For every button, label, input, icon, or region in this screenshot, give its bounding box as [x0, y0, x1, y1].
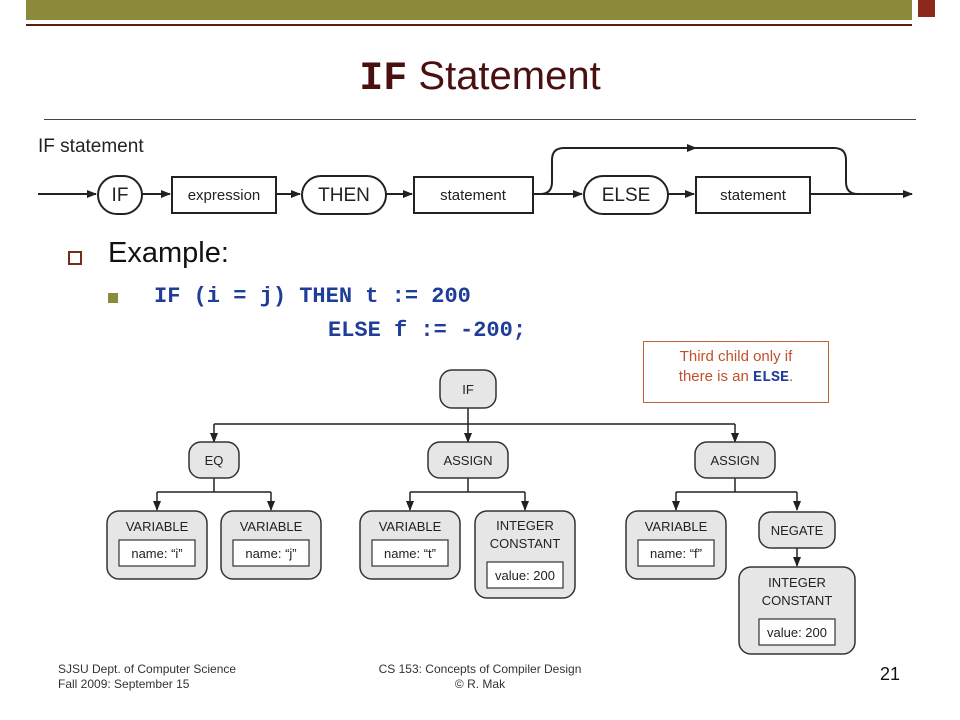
field-box-value-1 [486, 561, 564, 589]
callout-line-1: Third child only if [679, 348, 793, 365]
tree-assign-2-text: ASSIGN [710, 453, 759, 468]
tree-variable-t-field: name: “t” [384, 546, 436, 561]
tree-variable-i-title: VARIABLE [126, 519, 189, 534]
syntax-lines [38, 144, 913, 198]
tree-eq-text: EQ [205, 453, 224, 468]
tree-negate-text: NEGATE [771, 523, 824, 538]
slide-title: IF Statement [0, 54, 960, 102]
syntax-diagram-label: IF statement [38, 136, 144, 157]
header-square [918, 0, 935, 17]
code-line-1: IF (i = j) THEN t := 200 [154, 284, 471, 309]
tree-integer-1-title-1: INTEGER [496, 518, 554, 533]
field-box-t [371, 539, 449, 567]
tree-node-assign-2 [694, 441, 776, 479]
syntax-node-statement-1 [413, 176, 534, 214]
header-rule [26, 24, 912, 26]
field-box-value-2 [758, 618, 836, 646]
example-label: Example: [108, 237, 229, 269]
callout-line-2: there is an ELSE. [644, 367, 828, 388]
syntax-bypass-path [539, 144, 697, 195]
footer-author: © R. Mak [454, 677, 506, 691]
syntax-node-expression [171, 176, 277, 214]
syntax-statement-1-text: statement [440, 187, 507, 204]
footer-center: CS 153: Concepts of Compiler Design © R.… [360, 662, 600, 692]
header-bar [26, 0, 912, 20]
tree-node-eq [188, 441, 240, 479]
tree-variable-t-title: VARIABLE [379, 519, 442, 534]
callout-keyword: ELSE [753, 369, 790, 386]
tree-variable-f-title: VARIABLE [645, 519, 708, 534]
syntax-if-text: IF [112, 185, 129, 206]
example-bullet [68, 251, 82, 265]
callout-period: . [789, 368, 794, 385]
tree-node-negate [758, 511, 836, 549]
title-keyword: IF [359, 57, 408, 102]
tree-integer-2-field: value: 200 [767, 625, 827, 640]
field-box-j [232, 539, 310, 567]
code-bullet [108, 293, 118, 303]
tree-if-text: IF [462, 382, 474, 397]
tree-node-assign-1 [427, 441, 509, 479]
callout-note: Third child only if there is an ELSE. [643, 341, 829, 403]
title-rule [44, 119, 916, 120]
footer-date: Fall 2009: September 15 [58, 677, 190, 691]
tree-integer-1-title-2: CONSTANT [490, 536, 561, 551]
tree-integer-2-title-1: INTEGER [768, 575, 826, 590]
footer-dept: SJSU Dept. of Computer Science [58, 662, 237, 676]
syntax-node-statement-2 [695, 176, 811, 214]
field-box-i [118, 539, 196, 567]
title-text: Statement [407, 54, 601, 98]
syntax-else-text: ELSE [602, 185, 651, 206]
syntax-node-if [97, 175, 143, 215]
callout-line-2-text: there is an [678, 368, 754, 385]
footer-course: CS 153: Concepts of Compiler Design [378, 662, 582, 676]
page-number: 21 [880, 664, 901, 684]
syntax-bypass-return [696, 147, 859, 195]
code-line-2: ELSE f := -200; [328, 318, 527, 343]
syntax-node-else [583, 175, 669, 215]
tree-variable-f-field: name: “f” [650, 546, 702, 561]
tree-integer-2-title-2: CONSTANT [762, 593, 833, 608]
tree-integer-1-field: value: 200 [495, 568, 555, 583]
tree-node-if [439, 369, 497, 409]
footer-left: SJSU Dept. of Computer Science Fall 2009… [58, 662, 236, 692]
tree-variable-j-field: name: “j” [245, 546, 296, 561]
syntax-expression-text: expression [188, 187, 261, 204]
syntax-then-text: THEN [318, 185, 370, 206]
tree-variable-j-title: VARIABLE [240, 519, 303, 534]
tree-edges [153, 408, 801, 567]
syntax-statement-2-text: statement [720, 187, 787, 204]
tree-variable-i-field: name: “i” [131, 546, 182, 561]
field-box-f [637, 539, 715, 567]
tree-assign-1-text: ASSIGN [443, 453, 492, 468]
syntax-node-then [301, 175, 387, 215]
